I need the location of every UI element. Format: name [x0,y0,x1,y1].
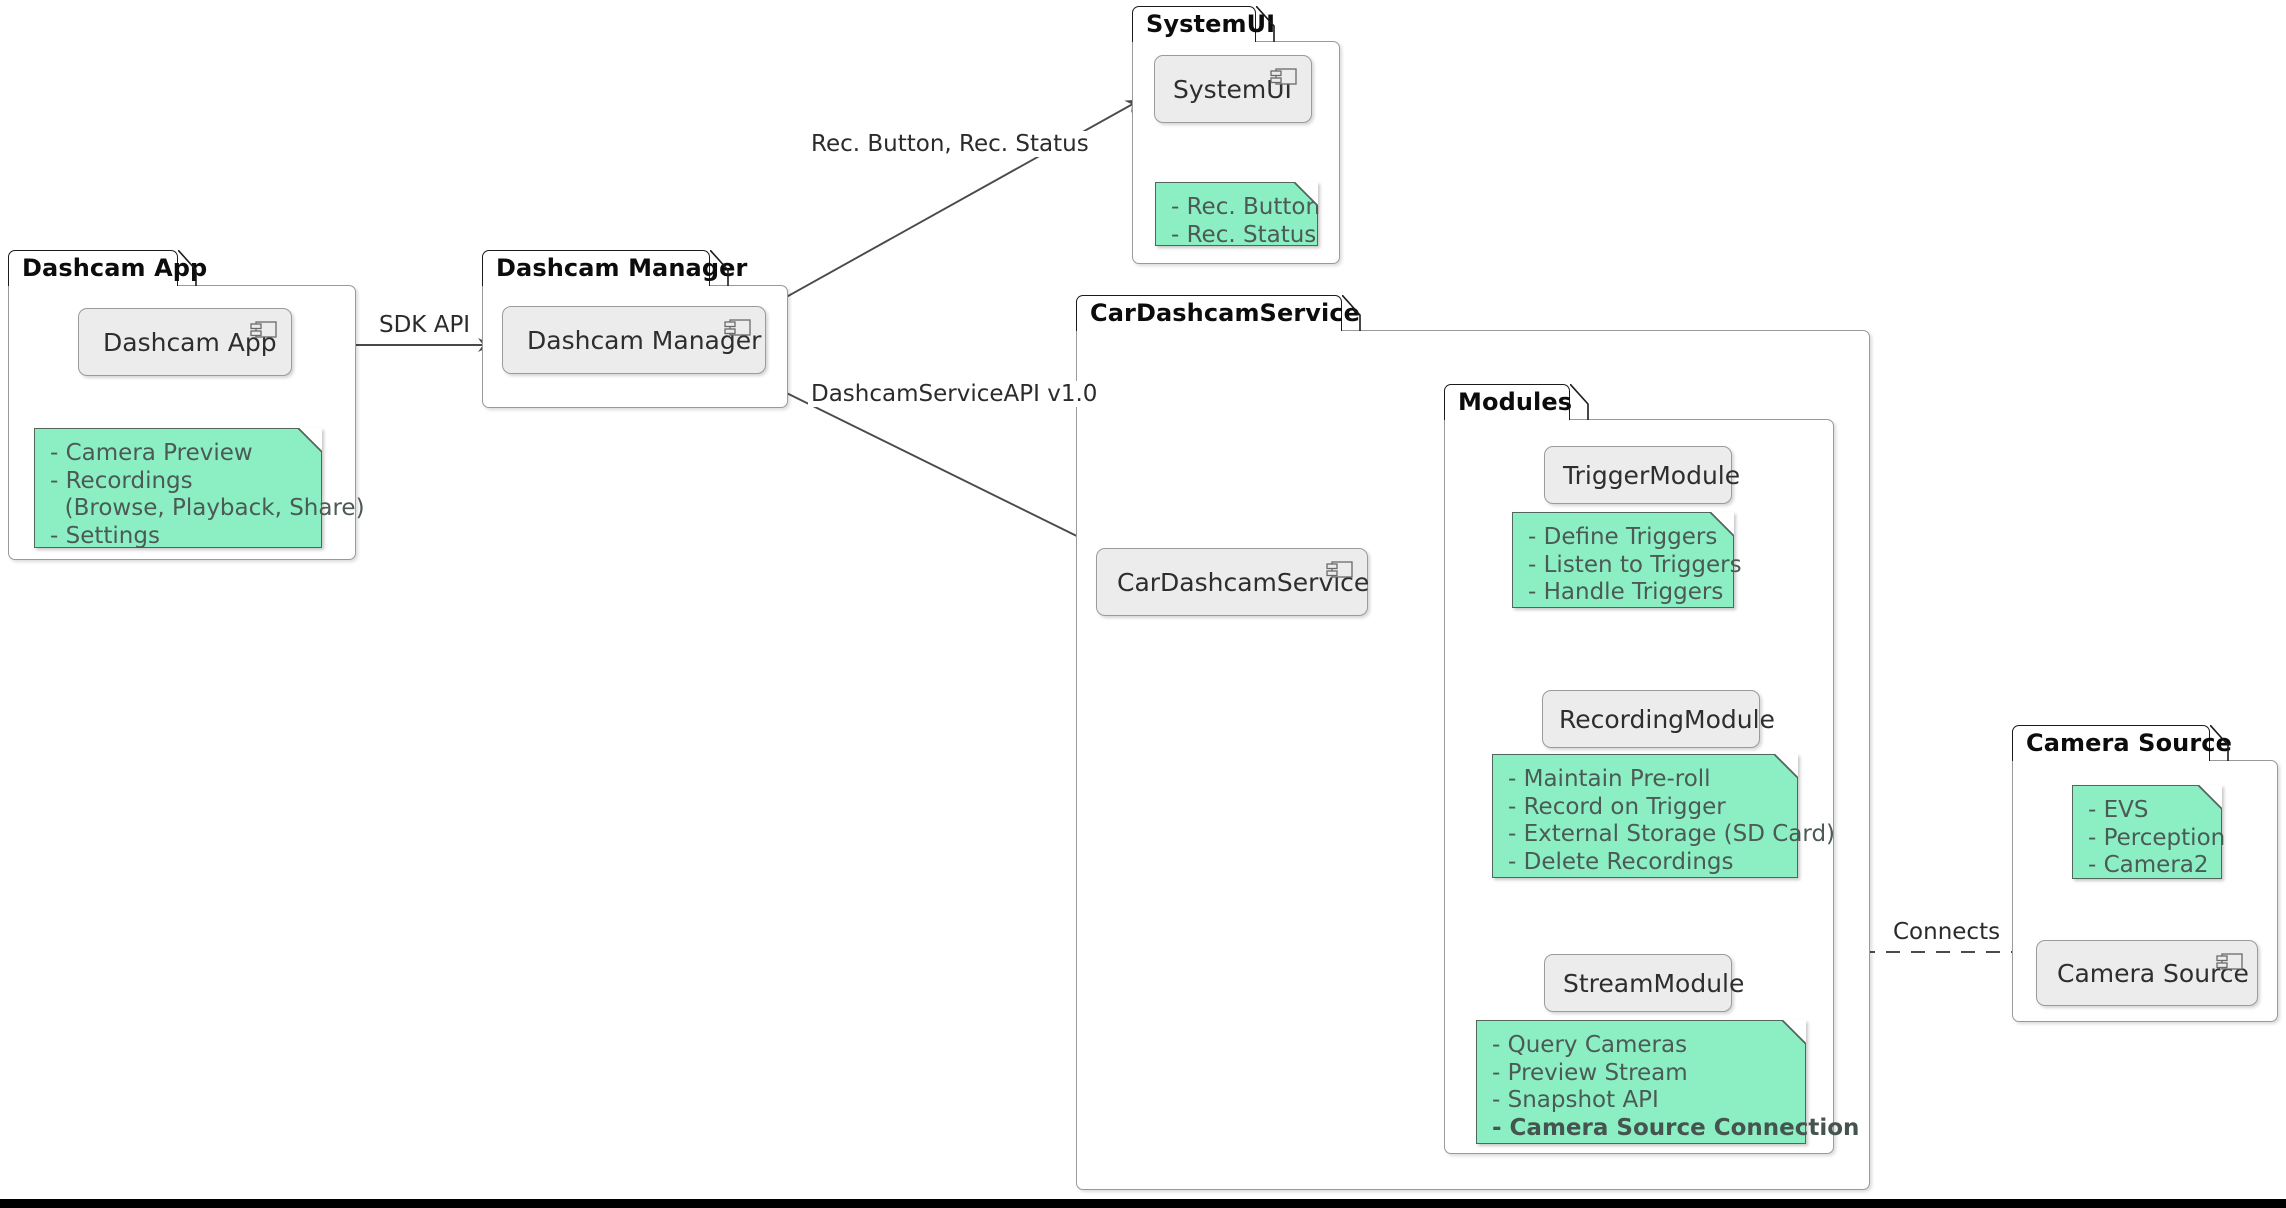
note-recording-module: - Maintain Pre-roll - Record on Trigger … [1492,753,1835,878]
component-dashcam-app[interactable]: Dashcam App [78,308,292,376]
edge-label-rec-status: Rec. Button, Rec. Status [808,131,1092,157]
package-tab-slant [710,250,730,286]
package-tab: Modules [1444,384,1572,420]
edge-label-service-api: DashcamServiceAPI v1.0 [808,381,1101,407]
component-trigger-module[interactable]: TriggerModule [1544,446,1740,504]
package-tab-slant [2210,725,2230,761]
note-fold-corner-icon [297,427,323,453]
bottom-bar [0,1199,2286,1208]
note-fold-corner-icon [1709,511,1735,537]
package-title: Dashcam Manager [496,253,748,282]
package-dashcam-manager: Dashcam Manager Dashcam Manager [482,250,788,408]
component-label: Dashcam Manager [527,325,762,355]
package-title: Modules [1458,387,1573,416]
component-car-dashcam-service[interactable]: CarDashcamService [1096,548,1369,616]
component-icon [250,320,278,340]
component-dashcam-manager[interactable]: Dashcam Manager [502,306,766,374]
package-tab: Dashcam Manager [482,250,747,286]
package-tab: Camera Source [2012,725,2232,761]
package-car-dashcam-service: CarDashcamService CarDashcamService Modu… [1076,295,1870,1190]
edge-label-sdk-api: SDK API [376,312,474,338]
package-tab-slant [1342,295,1362,331]
note-text: - Rec. Button - Rec. Status [1171,194,1321,248]
package-system-ui: SystemUI SystemUI - Rec. Button - Rec. S… [1132,6,1340,264]
note-camera-source: - EVS - Perception - Camera2 [2072,784,2225,879]
note-trigger-module: - Define Triggers - Listen to Triggers -… [1512,511,1742,608]
package-title: Dashcam App [22,253,208,282]
component-system-ui[interactable]: SystemUI [1154,55,1312,123]
component-icon [2216,952,2244,972]
package-tab: SystemUI [1132,6,1275,42]
note-fold-corner-icon [1781,1019,1807,1045]
component-label: StreamModule [1563,968,1745,998]
package-tab-slant [1256,6,1276,42]
note-bold-line: - Camera Source Connection [1492,1114,1860,1141]
component-recording-module[interactable]: RecordingModule [1542,690,1775,748]
component-label: RecordingModule [1559,704,1775,734]
package-tab-slant [178,250,198,286]
package-dashcam-app: Dashcam App Dashcam App - Camera Preview… [8,250,365,560]
component-icon [1326,560,1354,580]
package-tab-slant [1570,384,1590,420]
component-label: Dashcam App [103,327,277,357]
note-text: - EVS - Perception - Camera2 [2088,797,2226,878]
package-tab: Dashcam App [8,250,207,286]
package-tab: CarDashcamService [1076,295,1360,331]
component-camera-source[interactable]: Camera Source [2036,940,2258,1006]
package-modules: Modules TriggerModule - Define Triggers … [1444,384,1859,1154]
note-stream-module: - Query Cameras - Preview Stream - Snaps… [1476,1019,1859,1144]
note-fold-corner-icon [2197,784,2223,810]
note-text: - Define Triggers - Listen to Triggers -… [1528,524,1742,605]
component-icon [724,318,752,338]
component-label: TriggerModule [1563,460,1741,490]
package-title: SystemUI [1146,9,1276,38]
note-text: - Query Cameras - Preview Stream - Snaps… [1492,1032,1860,1141]
component-stream-module[interactable]: StreamModule [1544,954,1744,1012]
note-text: - Camera Preview - Recordings (Browse, P… [50,440,365,549]
note-fold-corner-icon [1293,181,1319,207]
package-camera-source: Camera Source - EVS - Perception - Camer… [2012,725,2278,1022]
edge-service-api [749,374,1096,546]
note-text: - Maintain Pre-roll - Record on Trigger … [1508,766,1836,875]
note-system-ui: - Rec. Button - Rec. Status [1155,181,1320,248]
package-title: Camera Source [2026,728,2232,757]
note-fold-corner-icon [1773,753,1799,779]
edge-label-connects: Connects [1890,919,2004,945]
package-title: CarDashcamService [1090,298,1361,327]
component-icon [1270,67,1298,87]
note-dashcam-app: - Camera Preview - Recordings (Browse, P… [34,427,365,549]
